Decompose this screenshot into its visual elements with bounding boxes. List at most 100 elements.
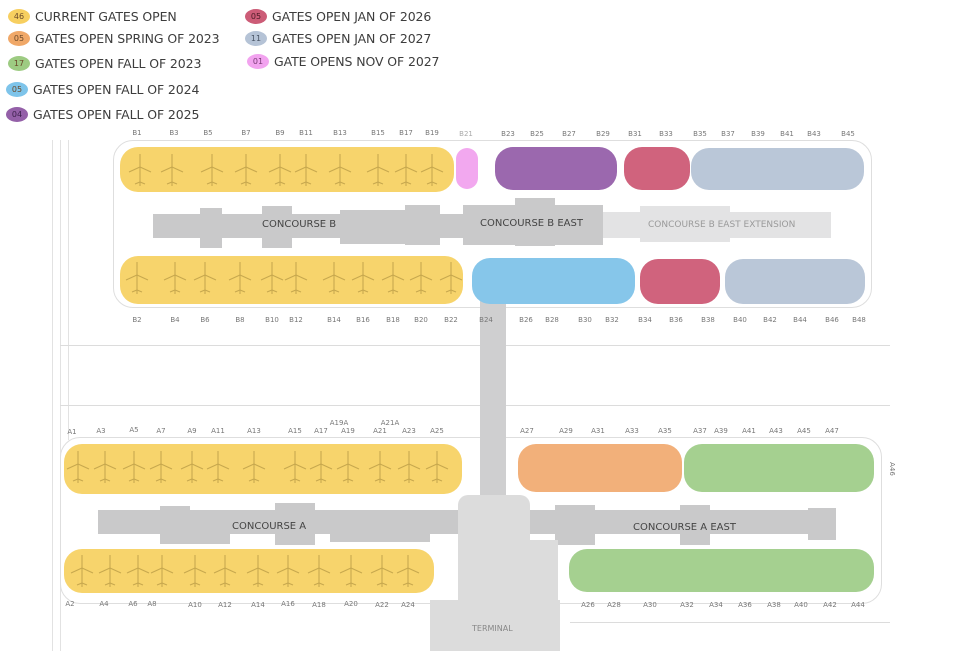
legend-badge: 46 xyxy=(8,8,30,24)
gate-a26: A26 xyxy=(581,601,595,609)
airplane-icon xyxy=(180,451,204,483)
gate-a21a: A21A xyxy=(380,419,400,427)
gate-b29: B29 xyxy=(596,130,610,138)
gate-a32: A32 xyxy=(680,601,694,609)
legend-label: CURRENT GATES OPEN xyxy=(35,8,177,24)
legend-item-nov-2027: 01 GATE OPENS NOV OF 2027 xyxy=(247,52,440,70)
legend-label: GATES OPEN SPRING OF 2023 xyxy=(35,30,220,46)
gate-b21: B21 xyxy=(459,130,473,138)
gate-b24: B24 xyxy=(479,316,493,324)
connector-walkway xyxy=(480,300,506,500)
gate-b44: B44 xyxy=(793,316,807,324)
gate-b20: B20 xyxy=(414,316,428,324)
gate-zone-current-a-south[interactable] xyxy=(64,549,434,593)
gate-b33: B33 xyxy=(659,130,673,138)
gate-a45: A45 xyxy=(797,427,811,435)
gate-zone-nov-2027[interactable] xyxy=(456,148,478,189)
airplane-icon xyxy=(149,451,173,483)
gate-zone-current-b-north[interactable] xyxy=(120,147,454,192)
gate-b19: B19 xyxy=(425,129,439,137)
legend-item-current: 46 CURRENT GATES OPEN xyxy=(8,7,177,25)
airplane-icon xyxy=(98,555,122,587)
gate-a5: A5 xyxy=(129,426,139,434)
concourse-b-east-extension-label: CONCOURSE B EAST EXTENSION xyxy=(648,220,796,230)
gate-zone-fall-2023-south[interactable] xyxy=(569,549,874,592)
airplane-icon xyxy=(409,262,433,294)
airplane-icon xyxy=(368,451,392,483)
airplane-icon xyxy=(193,262,217,294)
gate-b45: B45 xyxy=(841,130,855,138)
gate-zone-jan-2027-north[interactable] xyxy=(691,148,864,190)
gate-a11: A11 xyxy=(211,427,225,435)
airplane-icon xyxy=(163,262,187,294)
legend-badge: 11 xyxy=(245,30,267,46)
gate-b10: B10 xyxy=(265,316,279,324)
legend-badge: 05 xyxy=(245,8,267,24)
terminal-label: TERMINAL xyxy=(472,624,513,633)
airplane-icon xyxy=(420,154,444,186)
gate-b13: B13 xyxy=(333,129,347,137)
gate-a28: A28 xyxy=(607,601,621,609)
gate-zone-current-b-south[interactable] xyxy=(120,256,463,304)
airplane-icon xyxy=(70,555,94,587)
gate-a9: A9 xyxy=(187,427,197,435)
legend-badge: 05 xyxy=(8,30,30,46)
airplane-icon xyxy=(260,262,284,294)
gate-a33: A33 xyxy=(625,427,639,435)
airplane-icon xyxy=(200,154,224,186)
gate-b38: B38 xyxy=(701,316,715,324)
airplane-icon xyxy=(322,262,346,294)
gate-a47: A47 xyxy=(825,427,839,435)
legend-label: GATES OPEN FALL OF 2023 xyxy=(35,55,202,71)
airplane-icon xyxy=(276,555,300,587)
gate-a16: A16 xyxy=(281,600,295,608)
gate-zone-fall-2025[interactable] xyxy=(495,147,617,190)
gate-a37: A37 xyxy=(693,427,707,435)
gate-a25: A25 xyxy=(430,427,444,435)
legend-item-fall-2024: 05 GATES OPEN FALL OF 2024 xyxy=(6,80,199,98)
gate-zone-current-a-north[interactable] xyxy=(64,444,462,494)
gate-zone-jan-2026-north[interactable] xyxy=(624,147,690,190)
airplane-icon xyxy=(370,555,394,587)
gate-b28: B28 xyxy=(545,316,559,324)
airplane-icon xyxy=(283,451,307,483)
airplane-icon xyxy=(93,451,117,483)
gate-a15: A15 xyxy=(288,427,302,435)
gate-a38: A38 xyxy=(767,601,781,609)
gate-a8: A8 xyxy=(147,600,157,608)
gate-a6: A6 xyxy=(128,600,138,608)
gate-b41: B41 xyxy=(780,130,794,138)
gate-b6: B6 xyxy=(200,316,210,324)
airplane-icon xyxy=(160,154,184,186)
gate-zone-jan-2027-south[interactable] xyxy=(725,259,865,304)
legend-item-jan-2026: 05 GATES OPEN JAN OF 2026 xyxy=(245,7,431,25)
gate-b40: B40 xyxy=(733,316,747,324)
airplane-icon xyxy=(396,555,420,587)
gate-zone-fall-2023-north[interactable] xyxy=(684,444,874,492)
legend-label: GATES OPEN JAN OF 2027 xyxy=(272,30,432,46)
legend-item-fall-2025: 04 GATES OPEN FALL OF 2025 xyxy=(6,105,199,123)
gate-b12: B12 xyxy=(289,316,303,324)
airplane-icon xyxy=(183,555,207,587)
gate-zone-jan-2026-south[interactable] xyxy=(640,259,720,304)
airplane-icon xyxy=(242,451,266,483)
airplane-icon xyxy=(246,555,270,587)
gate-b22: B22 xyxy=(444,316,458,324)
gate-a30: A30 xyxy=(643,601,657,609)
gate-a1: A1 xyxy=(67,428,77,436)
gate-b43: B43 xyxy=(807,130,821,138)
gate-b36: B36 xyxy=(669,316,683,324)
airplane-icon xyxy=(339,555,363,587)
legend-label: GATES OPEN JAN OF 2026 xyxy=(272,8,432,24)
gate-b34: B34 xyxy=(638,316,652,324)
airplane-icon xyxy=(439,262,463,294)
gate-a2: A2 xyxy=(65,600,75,608)
gate-zone-spring-2023[interactable] xyxy=(518,444,682,492)
airplane-icon xyxy=(228,262,252,294)
gate-a23: A23 xyxy=(402,427,416,435)
airplane-icon xyxy=(213,555,237,587)
concourse-b-east-label: CONCOURSE B EAST xyxy=(480,218,583,229)
gate-zone-fall-2024[interactable] xyxy=(472,258,635,304)
legend-label: GATE OPENS NOV OF 2027 xyxy=(274,53,440,69)
gate-a27: A27 xyxy=(520,427,534,435)
